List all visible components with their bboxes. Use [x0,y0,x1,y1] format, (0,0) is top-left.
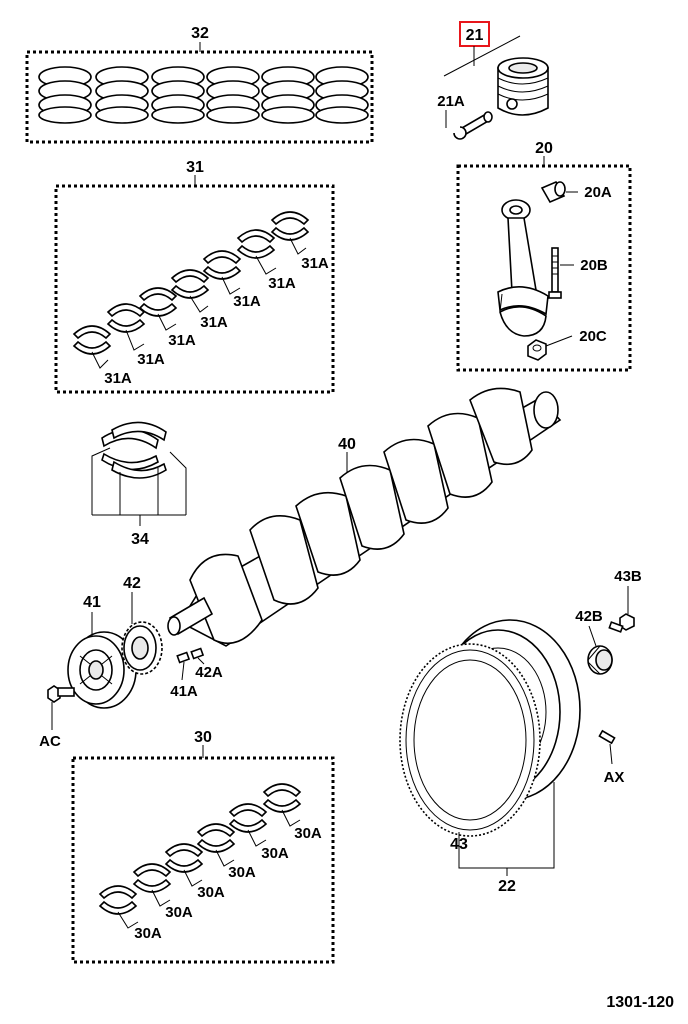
crankshaft: 40 [167,387,562,647]
callout-30a: 30A [165,904,193,921]
group-30-rod-bearings: 30 30A 30A 30A 30A 30A 30A [71,729,335,964]
callout-31a: 31A [233,293,261,310]
callout-31a: 31A [137,351,165,368]
callout-42: 42 [123,575,141,592]
callout-40: 40 [338,436,356,453]
keys: 41A 42A [170,647,223,700]
crank-webs [189,387,559,645]
callout-43: 43 [450,836,468,853]
document-code: 1301-120 [606,994,674,1011]
callout-31a: 31A [200,314,228,331]
group-34-thrust-washers: 34 [91,421,187,548]
callout-31a: 31A [168,332,196,349]
callout-22: 22 [498,878,516,895]
crank-gear: 42 [121,575,163,675]
callout-20: 20 [535,140,553,157]
thrust-washer [101,428,159,471]
flywheel-bolt [608,613,635,633]
callout-30a: 30A [294,825,322,842]
callout-ax: AX [604,769,625,786]
piston-pin [460,111,493,136]
callout-41a: 41A [170,683,198,700]
ring-gear [399,643,541,837]
group-32-piston-rings: 32 [25,25,374,144]
crankshaft-snout [167,596,214,636]
piston [497,57,549,116]
callout-41: 41 [83,594,101,611]
callout-30a: 30A [228,864,256,881]
group-20-connecting-rod: 20 20A 20B 20C [456,140,632,372]
callout-ac: AC [39,733,61,750]
callout-30a: 30A [261,845,289,862]
thrust-washer [111,421,167,479]
flywheel-assembly: 43 22 [399,619,581,895]
group-31-main-bearings: 31 31A 31A 31A 31A 31A 31A 31A [54,159,335,394]
callout-31: 31 [186,159,204,176]
rod-bolt [548,247,562,299]
ring-set [261,66,315,124]
snap-ring [453,126,467,140]
bushing [540,180,566,204]
callout-30: 30 [194,729,212,746]
ring-set [95,66,149,124]
ring-set [315,66,369,124]
connecting-rod [497,199,549,337]
rod-nut [527,339,547,361]
callout-21: 21 [466,27,484,44]
callout-42a: 42A [195,664,223,681]
callout-34: 34 [131,531,149,548]
callout-20a: 20A [584,184,612,201]
crank-pulley: 41 [67,594,137,709]
dowel-pin: AX [598,729,625,786]
callout-20c: 20C [579,328,607,345]
group-21-piston: 21 21A [437,21,549,140]
callout-31a: 31A [104,370,132,387]
callout-21a: 21A [437,93,465,110]
callout-42b: 42B [575,608,603,625]
pilot-bearing [587,645,613,675]
callout-32: 32 [191,25,209,42]
ring-set [38,66,92,124]
callout-20b: 20B [580,257,608,274]
bearing-shell-pairs [98,783,302,915]
callout-43b: 43B [614,568,642,585]
pilot-bearing-group: 43B 42B [575,568,642,675]
bearing-shell-pairs [72,211,310,355]
pulley-bolt: AC [39,685,75,750]
callout-30a: 30A [197,884,225,901]
ring-set [151,66,205,124]
ring-set [206,66,260,124]
callout-31a: 31A [301,255,329,272]
callout-30a: 30A [134,925,162,942]
callout-31a: 31A [268,275,296,292]
